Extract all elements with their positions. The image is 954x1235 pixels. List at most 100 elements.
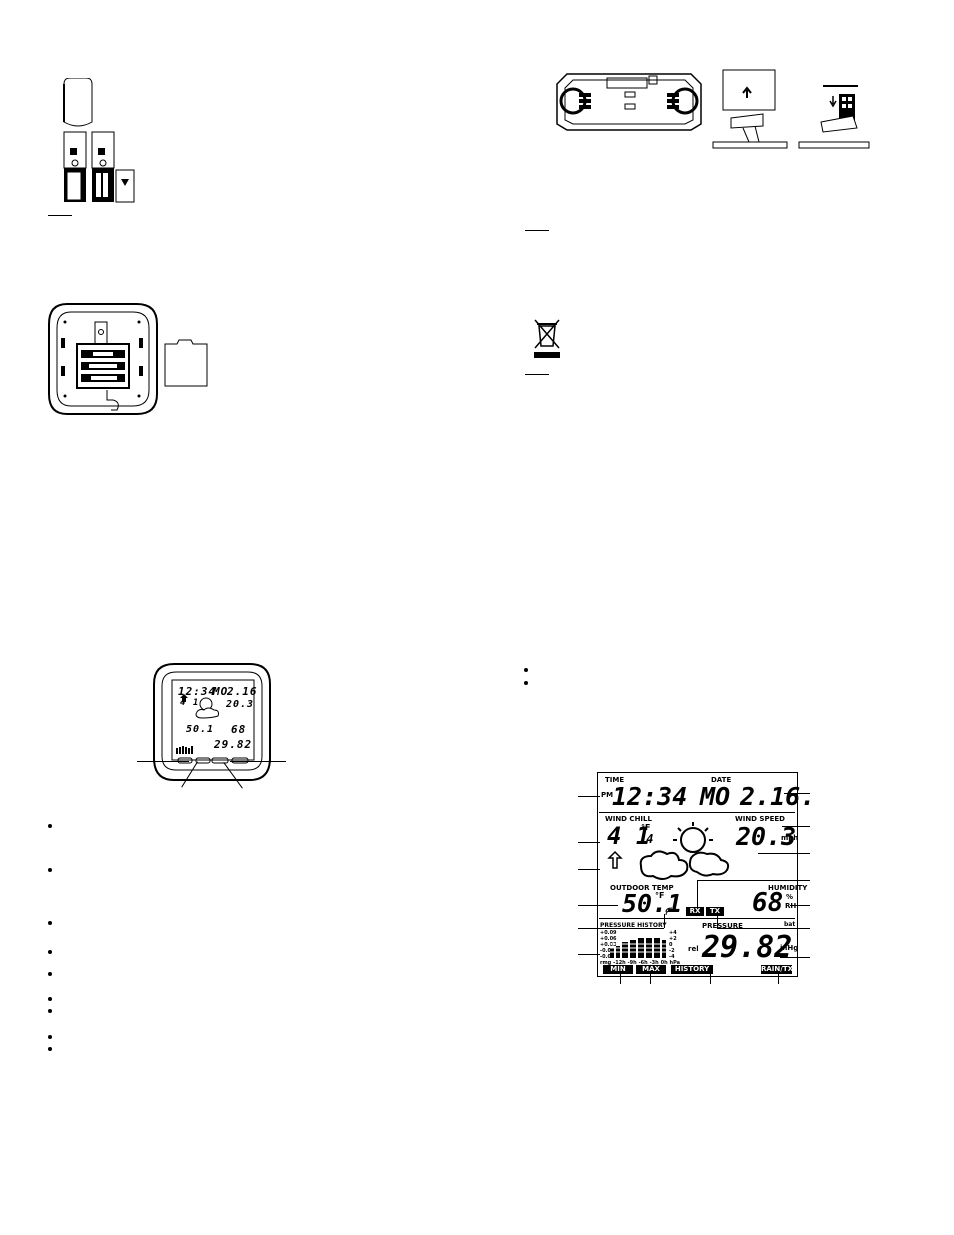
callout-line bbox=[710, 974, 711, 984]
humidity-unit-rh: RH bbox=[785, 902, 797, 910]
date-display: 2.16. bbox=[740, 782, 816, 811]
date-label: DATE bbox=[711, 776, 732, 784]
outdoor-temp-label: OUTDOOR TEMP bbox=[610, 884, 674, 892]
hist-x-label: -6h bbox=[638, 960, 648, 966]
small-lcd-time: 12:34 bbox=[178, 685, 217, 698]
humidity-unit: % bbox=[786, 893, 794, 901]
hist-right-label: 0 bbox=[669, 942, 673, 948]
history-bars bbox=[610, 938, 668, 958]
base-station-outline bbox=[153, 663, 271, 781]
callout-line bbox=[578, 842, 600, 843]
hist-right-label: -2 bbox=[669, 948, 675, 954]
pressure-value: 29.82 bbox=[702, 930, 793, 965]
callout-line bbox=[578, 869, 600, 870]
humidity-label: HUMIDITY bbox=[768, 884, 808, 892]
wind-chill-label: WIND CHILL bbox=[605, 815, 652, 823]
hist-right-label: -4 bbox=[669, 954, 675, 960]
lcd-divider bbox=[599, 918, 795, 919]
note-underline-1 bbox=[48, 215, 72, 216]
sensor-battery-figure bbox=[63, 78, 135, 203]
outdoor-temp-value: 50.1 bbox=[622, 889, 683, 918]
tx-indicator: TX bbox=[706, 907, 724, 916]
max-button[interactable]: MAX bbox=[636, 965, 666, 974]
callout-line bbox=[578, 928, 664, 929]
bullet bbox=[524, 668, 528, 672]
min-button[interactable]: MIN bbox=[603, 965, 633, 974]
small-lcd-day: MO bbox=[213, 685, 229, 698]
small-lcd-date: 2.16 bbox=[227, 685, 258, 698]
wind-speed-label: WIND SPEED bbox=[735, 815, 785, 823]
hist-left-label: +0.03 bbox=[600, 942, 617, 948]
lcd-frame bbox=[597, 772, 798, 977]
bullet bbox=[48, 921, 52, 925]
small-lcd-humidity: 68 bbox=[231, 723, 247, 736]
callout-line bbox=[697, 880, 698, 907]
callout-line bbox=[790, 905, 810, 906]
small-lcd-pressure: 29.82 bbox=[214, 738, 253, 751]
hist-x-label: -12h bbox=[613, 960, 626, 966]
callout-line bbox=[650, 974, 651, 984]
signal-icon bbox=[665, 907, 673, 916]
time-label: TIME bbox=[605, 776, 625, 784]
callout-line bbox=[780, 957, 810, 958]
callout-line bbox=[578, 796, 600, 797]
callout-line bbox=[664, 914, 665, 928]
rx-indicator: RX bbox=[686, 907, 704, 916]
note-underline-3 bbox=[525, 374, 549, 375]
pressure-label: PRESSURE bbox=[702, 922, 743, 930]
small-lcd-temp: 50.1 bbox=[186, 724, 215, 735]
callout-line bbox=[717, 916, 718, 928]
history-button[interactable]: HISTORY bbox=[671, 965, 713, 974]
pressure-history-label: PRESSURE HISTORY bbox=[600, 922, 667, 929]
hist-x-label: -3h bbox=[649, 960, 659, 966]
lcd-divider bbox=[599, 812, 795, 813]
pressure-unit: inHg bbox=[780, 944, 799, 952]
hist-x-label: rmg bbox=[600, 960, 612, 966]
callout-line bbox=[778, 974, 779, 984]
callout-line bbox=[791, 928, 810, 929]
callout-line bbox=[620, 974, 621, 984]
wind-chill-unit: °F bbox=[641, 823, 651, 832]
hist-left-label: +0.09 bbox=[600, 930, 617, 936]
bullet bbox=[524, 681, 528, 685]
callout-line bbox=[578, 954, 600, 955]
callout-line bbox=[137, 761, 189, 762]
hist-right-label: +4 bbox=[669, 930, 677, 936]
hist-x-label: 0h bbox=[660, 960, 668, 966]
weather-forecast-icon bbox=[607, 822, 730, 880]
callout-line bbox=[784, 793, 810, 794]
hist-x-label: -9h bbox=[627, 960, 637, 966]
callout-line bbox=[758, 853, 810, 854]
day-display: MO bbox=[700, 782, 731, 811]
rain-tx-button[interactable]: RAIN/TX bbox=[761, 965, 793, 974]
note-underline-2 bbox=[525, 230, 549, 231]
wind-speed-unit: mph bbox=[781, 834, 799, 842]
outdoor-temp-unit: °F bbox=[655, 891, 665, 900]
bullet bbox=[48, 1009, 52, 1013]
hist-x-label: hPa bbox=[669, 960, 680, 966]
callout-line bbox=[578, 905, 618, 906]
time-display: 12:34 bbox=[612, 782, 688, 811]
mount-figure bbox=[556, 69, 870, 149]
humidity-value: 68 bbox=[752, 888, 784, 918]
small-lcd-windchill: 4 1 bbox=[180, 698, 200, 708]
callout-line bbox=[697, 880, 810, 881]
battery-label: bat bbox=[784, 921, 796, 928]
battery-compartment-figure bbox=[48, 303, 208, 415]
bullet bbox=[48, 950, 52, 954]
hist-right-label: +2 bbox=[669, 936, 677, 942]
bullet bbox=[48, 997, 52, 1001]
callout-line bbox=[230, 761, 286, 762]
bullet bbox=[48, 972, 52, 976]
wind-chill-value: 4 1 bbox=[607, 822, 651, 850]
hist-left-label: -0.06 bbox=[600, 954, 615, 960]
bullet bbox=[48, 824, 52, 828]
bullet bbox=[48, 868, 52, 872]
callout-line bbox=[717, 928, 791, 929]
pm-indicator: PM bbox=[601, 791, 614, 799]
wind-chill-decimal: .4 bbox=[638, 832, 655, 846]
bullet bbox=[48, 1035, 52, 1039]
hist-left-label: -0.03 bbox=[600, 948, 615, 954]
bullet bbox=[48, 1047, 52, 1051]
rel-label: rel bbox=[688, 945, 699, 953]
